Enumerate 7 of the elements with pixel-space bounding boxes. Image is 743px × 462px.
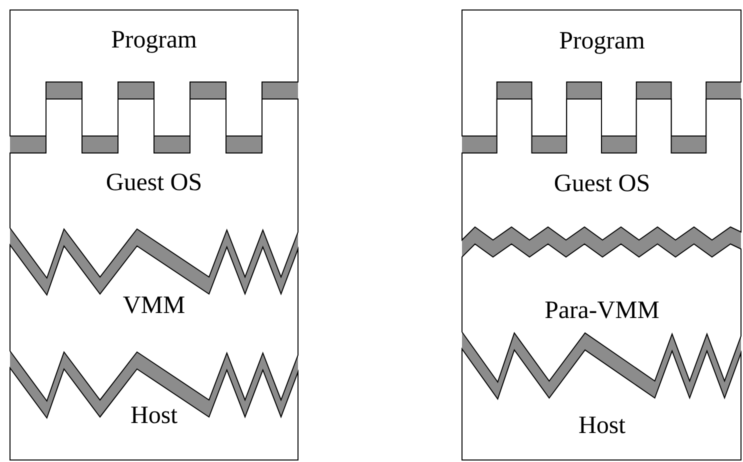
node-label: Host bbox=[131, 406, 178, 424]
node-label: Para-VMM bbox=[545, 302, 659, 318]
layer-box: Guest OS bbox=[10, 98, 298, 280]
layer-box: Para-VMM bbox=[462, 243, 742, 384]
layer-box: Program bbox=[10, 10, 298, 136]
layer-box: Program bbox=[462, 10, 742, 136]
node-label: Host bbox=[579, 416, 626, 434]
